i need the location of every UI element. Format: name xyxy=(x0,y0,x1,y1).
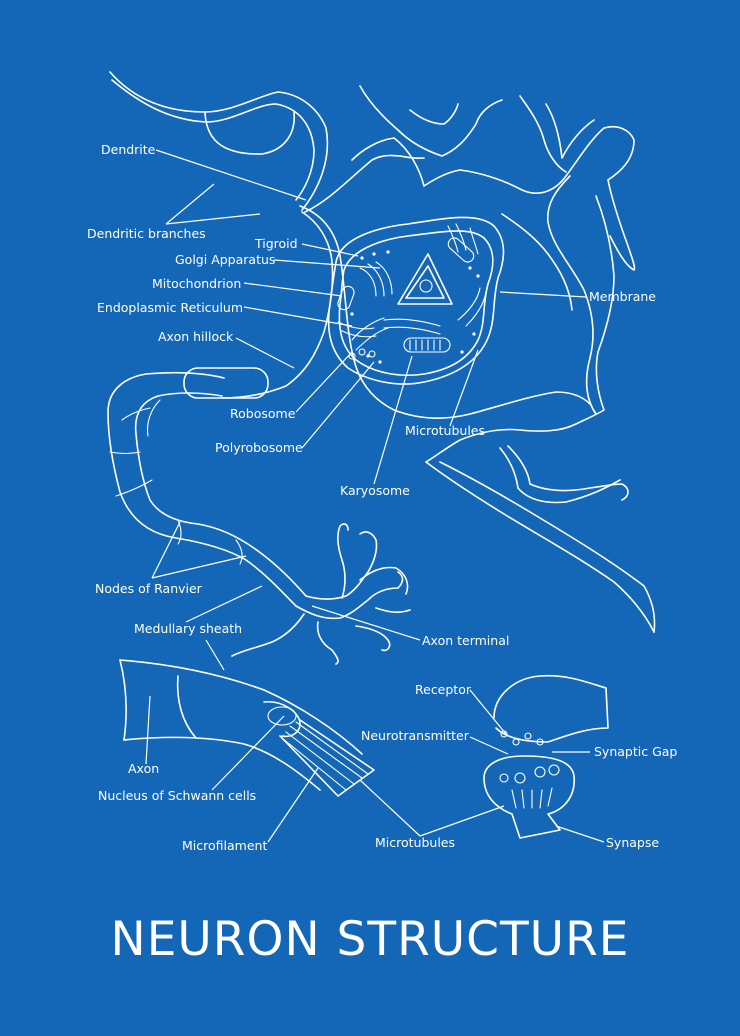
label-nodes-of-ranvier: Nodes of Ranvier xyxy=(95,581,202,596)
label-microfilament: Microfilament xyxy=(182,838,268,853)
label-polyrobosome: Polyrobosome xyxy=(215,440,303,455)
label-membrane: Membrane xyxy=(589,289,656,304)
label-synaptic-gap: Synaptic Gap xyxy=(594,744,678,759)
label-microtubules-bottom: Microtubules xyxy=(375,835,455,850)
label-endoplasmic-reticulum: Endoplasmic Reticulum xyxy=(97,300,244,315)
soma xyxy=(327,216,505,385)
label-neurotransmitter: Neurotransmitter xyxy=(361,728,469,743)
label-robosome: Robosome xyxy=(230,406,296,421)
axon xyxy=(107,367,411,665)
label-synapse: Synapse xyxy=(606,835,660,850)
label-dendrite: Dendrite xyxy=(101,142,156,157)
label-axon: Axon xyxy=(128,761,160,776)
label-receptor: Receptor xyxy=(415,682,471,697)
synapse-drawing xyxy=(483,674,609,839)
label-medullary-sheath: Medullary sheath xyxy=(134,621,243,636)
label-dendritic-branches: Dendritic branches xyxy=(87,226,206,241)
label-axon-terminal: Axon terminal xyxy=(422,633,510,648)
label-karyosome: Karyosome xyxy=(340,483,410,498)
poster-title: NEURON STRUCTURE xyxy=(110,912,630,967)
label-nucleus-of-schwann-cells: Nucleus of Schwann cells xyxy=(98,788,257,803)
leader-lines xyxy=(145,149,605,843)
label-golgi-apparatus: Golgi Apparatus xyxy=(175,252,276,267)
label-axon-hillock: Axon hillock xyxy=(158,329,234,344)
label-microtubules-top: Microtubules xyxy=(405,423,485,438)
label-tigroid: Tigroid xyxy=(255,236,298,251)
neuron-outline xyxy=(109,71,656,633)
axon-cross-section xyxy=(119,659,375,797)
label-mitochondrion: Mitochondrion xyxy=(152,276,242,291)
